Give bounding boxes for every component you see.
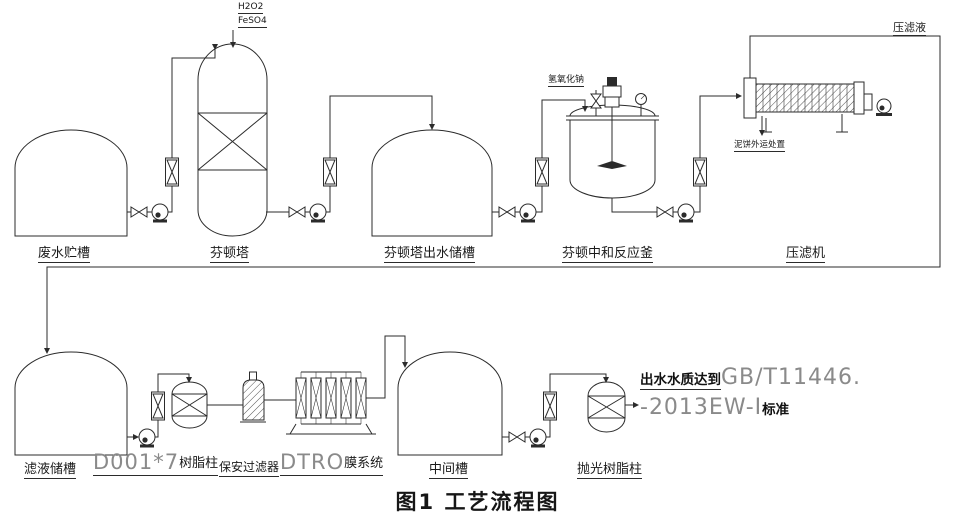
- dtro-membrane-shape: [286, 371, 376, 435]
- naoh-text: 氢氧化钠: [548, 75, 585, 87]
- check-valve-icons: [151, 157, 707, 421]
- label-reactor: 芬顿中和反应釜: [562, 242, 654, 263]
- valve-icon: [288, 206, 306, 218]
- polishing-column-shape: [587, 381, 626, 433]
- valve-icon: [656, 206, 674, 218]
- effluent-standard-note: 出水水质达到GB/T11446. -2013EW-I标准: [640, 364, 861, 424]
- dtro-code-text: DTRO: [280, 450, 345, 474]
- label-cartridge-filter: 保安过滤器: [219, 458, 280, 477]
- check-valve-icon: [165, 157, 179, 187]
- feso4-text: FeSO4: [238, 16, 267, 28]
- label-filtrate-tank: 滤液储槽: [24, 458, 77, 479]
- cake-disposal-text: 泥饼外运处置: [734, 140, 786, 152]
- pump-icon: [677, 203, 695, 223]
- effluent-line1-cn: 出水水质达到: [640, 372, 721, 390]
- effluent-line1-code: GB/T11446.: [721, 365, 861, 390]
- intermediate-tank-shape: [397, 351, 503, 456]
- pump-icon: [309, 203, 327, 223]
- valve-icon: [508, 431, 526, 443]
- pump-icon: [151, 203, 169, 223]
- label-feso4: FeSO4: [238, 16, 267, 28]
- valve-icon: [130, 206, 148, 218]
- pump-icon: [529, 428, 547, 448]
- h2o2-text: H2O2: [238, 2, 264, 14]
- effluent-line-2: -2013EW-I标准: [640, 394, 861, 424]
- fenton-tower-shape: [197, 43, 268, 237]
- label-h2o2: H2O2: [238, 2, 264, 14]
- label-intermediate-tank: 中间槽: [429, 458, 469, 479]
- filtrate-tank-shape: [14, 351, 128, 456]
- resin-code-text: D001*7: [93, 450, 180, 474]
- pump-icon: [519, 203, 537, 223]
- label-waste-tank: 废水贮槽: [38, 242, 91, 263]
- cartridge-filter-shape: [240, 371, 266, 423]
- label-resin-column: D001*7树脂柱: [93, 450, 219, 476]
- label-cake-disposal: 泥饼外运处置: [734, 138, 786, 152]
- valve-icons: [130, 206, 674, 443]
- label-filter-press: 压滤机: [786, 242, 826, 263]
- check-valve-icon: [151, 391, 165, 421]
- dtro-name-text: 膜系统: [344, 456, 384, 471]
- agitator-coupling-icon: [604, 96, 620, 108]
- check-valve-icon: [323, 157, 337, 187]
- label-fenton-outlet-tank: 芬顿塔出水储槽: [384, 242, 476, 263]
- effluent-line2-cn: 标准: [762, 402, 790, 418]
- pump-icons: [138, 203, 695, 448]
- label-naoh: 氢氧化钠: [548, 72, 585, 87]
- piping-network: [44, 30, 941, 440]
- label-filtrate-line: 压滤液: [893, 19, 926, 36]
- effluent-line-1: 出水水质达到GB/T11446.: [640, 364, 861, 394]
- effluent-line2-code: -2013EW-I: [640, 395, 763, 420]
- press-motor-icon: [876, 98, 892, 116]
- naoh-dosing-valve-icon: [590, 90, 602, 116]
- fenton-outlet-tank-shape: [371, 129, 493, 237]
- resin-column-shape: [171, 381, 208, 429]
- neutralization-reactor-shape: [566, 77, 659, 199]
- valve-icon: [498, 206, 516, 218]
- label-dtro: DTRO膜系统: [280, 450, 384, 476]
- pump-icon: [138, 428, 156, 448]
- resin-name-text: 树脂柱: [179, 456, 219, 471]
- agitator-motor-icon: [602, 85, 622, 98]
- check-valve-icon: [543, 391, 557, 421]
- filter-press-shape: [743, 77, 892, 133]
- label-polishing-column: 抛光树脂柱: [577, 458, 643, 479]
- waste-water-tank-shape: [14, 129, 128, 237]
- check-valve-icon: [693, 157, 707, 187]
- filtrate-line-text: 压滤液: [893, 21, 926, 36]
- check-valve-icon: [535, 157, 549, 187]
- label-fenton-tower: 芬顿塔: [210, 242, 250, 263]
- figure-caption: 图1 工艺流程图: [395, 490, 560, 514]
- pressure-gauge-icon: [635, 93, 647, 116]
